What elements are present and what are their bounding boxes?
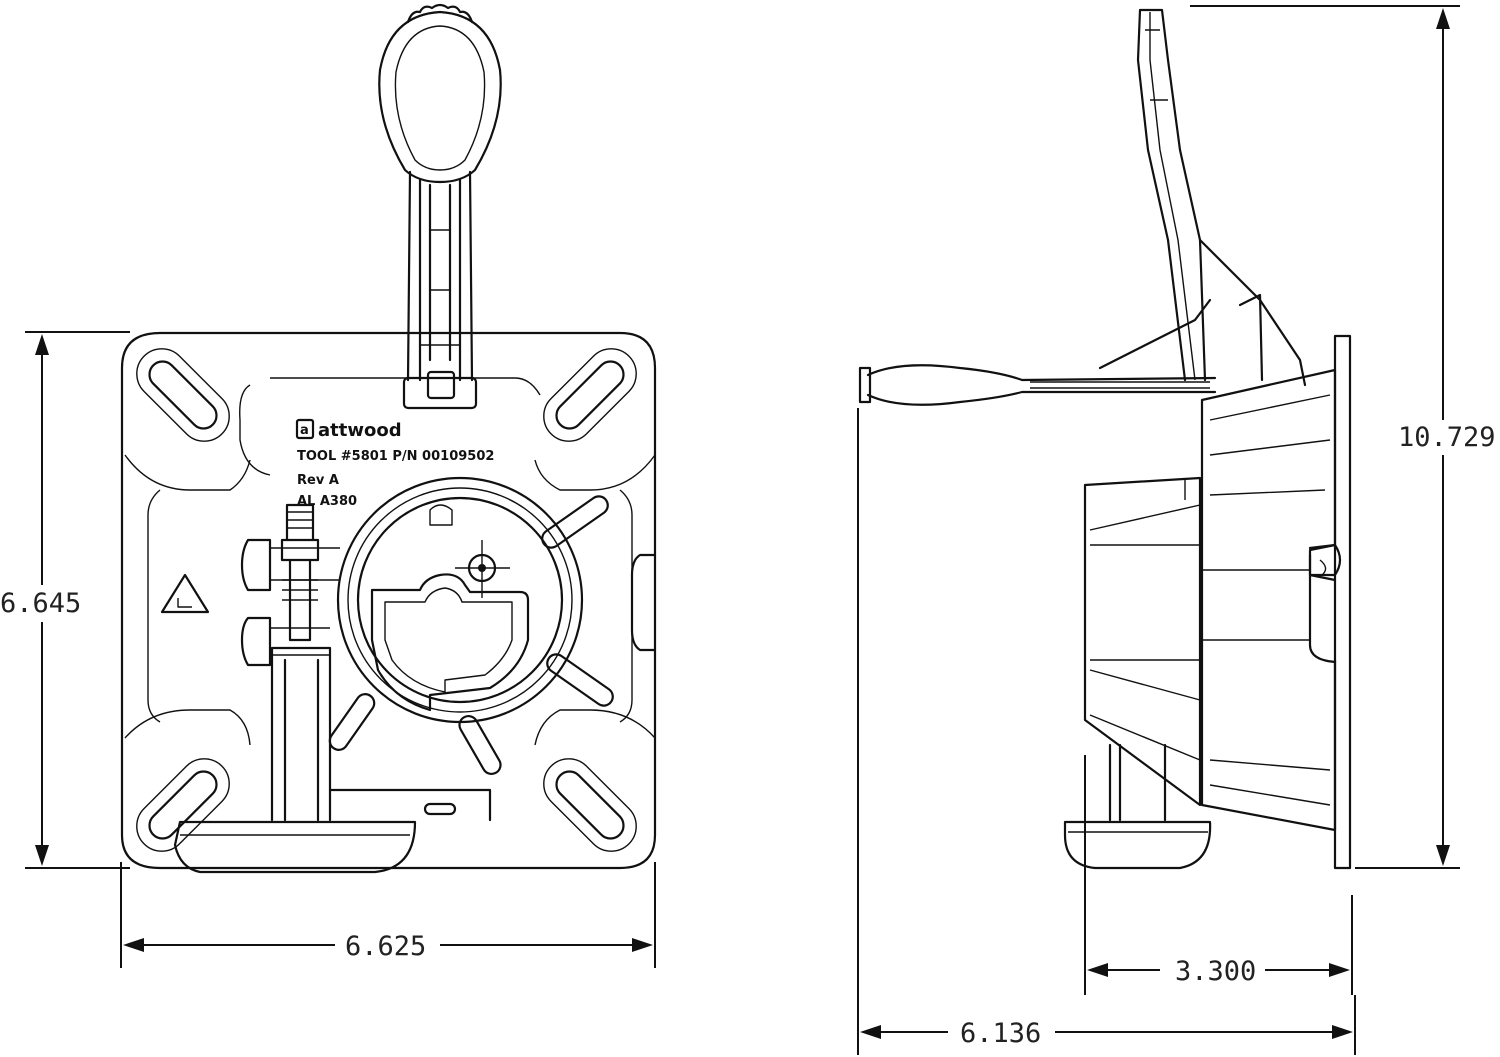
side-lower-housing-ribs [1089,480,1201,761]
side-view [858,8,1352,870]
side-lever-end [858,366,872,404]
lever-handle-loop-inner [394,25,486,171]
rev-marking: Rev A [297,473,339,488]
plate-side-notch [630,553,657,652]
swivel-ring-inner [356,496,564,704]
lever-pivot [402,376,478,410]
swivel-cam [370,573,530,712]
lever-pivot-block [426,370,456,400]
slot-top-right [543,348,637,442]
front-width-dimension: 6.625 [120,862,656,968]
dim-side-height: 10.729 [1398,422,1496,453]
brand-logo-letter: a [300,423,309,438]
plate-corner-rib-tl [124,454,251,491]
slot-top-left [136,348,230,442]
material-symbol [160,573,210,614]
brand-logo-box [295,418,315,440]
slot-bottom-right [543,758,637,852]
bottom-rail [328,788,492,822]
material-marking: AL A380 [297,494,357,509]
side-lever-handle [866,364,1217,406]
latch-links [270,547,340,656]
side-step-lines [1202,559,1327,641]
swivel-ring-mid [347,487,573,713]
side-post [1108,743,1167,822]
side-height-dimension: 10.729 [1190,5,1496,869]
plate-corner-rib-bl [124,709,251,746]
material-symbol-inner [177,598,192,608]
side-upper-housing-ribs [1209,394,1331,806]
lever-handle-loop [378,10,502,184]
tool-marking: TOOL #5801 P/N 00109502 [297,449,494,464]
plate-corner-rib-br [534,709,656,746]
dim-side-depth: 3.300 [1175,956,1256,987]
side-plate-edge [1333,334,1352,870]
slot-bottom-left [136,758,230,852]
front-height-dimension: 6.645 [0,331,130,869]
ring-ribs [328,495,614,776]
center-crosshair [455,540,510,598]
side-tilt-linkage [1098,238,1307,387]
side-foot [1063,820,1212,870]
latch-lower [240,616,272,667]
side-tilt-handle [1136,8,1207,382]
latch-upper [240,538,272,592]
lever-shaft [406,170,474,382]
post-bracket [270,646,332,822]
lever-grip-bumps [406,3,474,24]
side-lower-housing [1083,476,1202,807]
lever-shaft-ribs [420,229,460,346]
plate-corner-rib-tr [534,454,656,491]
side-step [1308,543,1342,664]
swivel-cam-inner [384,587,513,693]
base-foot [173,820,417,874]
ring-tab [429,504,453,526]
side-width-dimension: 6.136 [857,408,1356,1055]
front-view: a attwood TOOL #5801 P/N 00109502 Rev A … [120,3,657,874]
mounting-plate-outline [120,331,657,870]
brand-name: attwood [318,420,402,441]
side-lever-lines [1030,381,1210,389]
dim-front-height: 6.645 [0,588,81,619]
bottom-slot [423,802,457,816]
side-depth-dimension: 3.300 [1084,755,1353,995]
side-tilt-handle-inner [1145,12,1196,381]
adjusting-bolt [280,503,320,642]
dim-front-width: 6.625 [345,931,426,962]
swivel-ring-outer [336,476,584,724]
dim-side-width: 6.136 [960,1018,1041,1049]
